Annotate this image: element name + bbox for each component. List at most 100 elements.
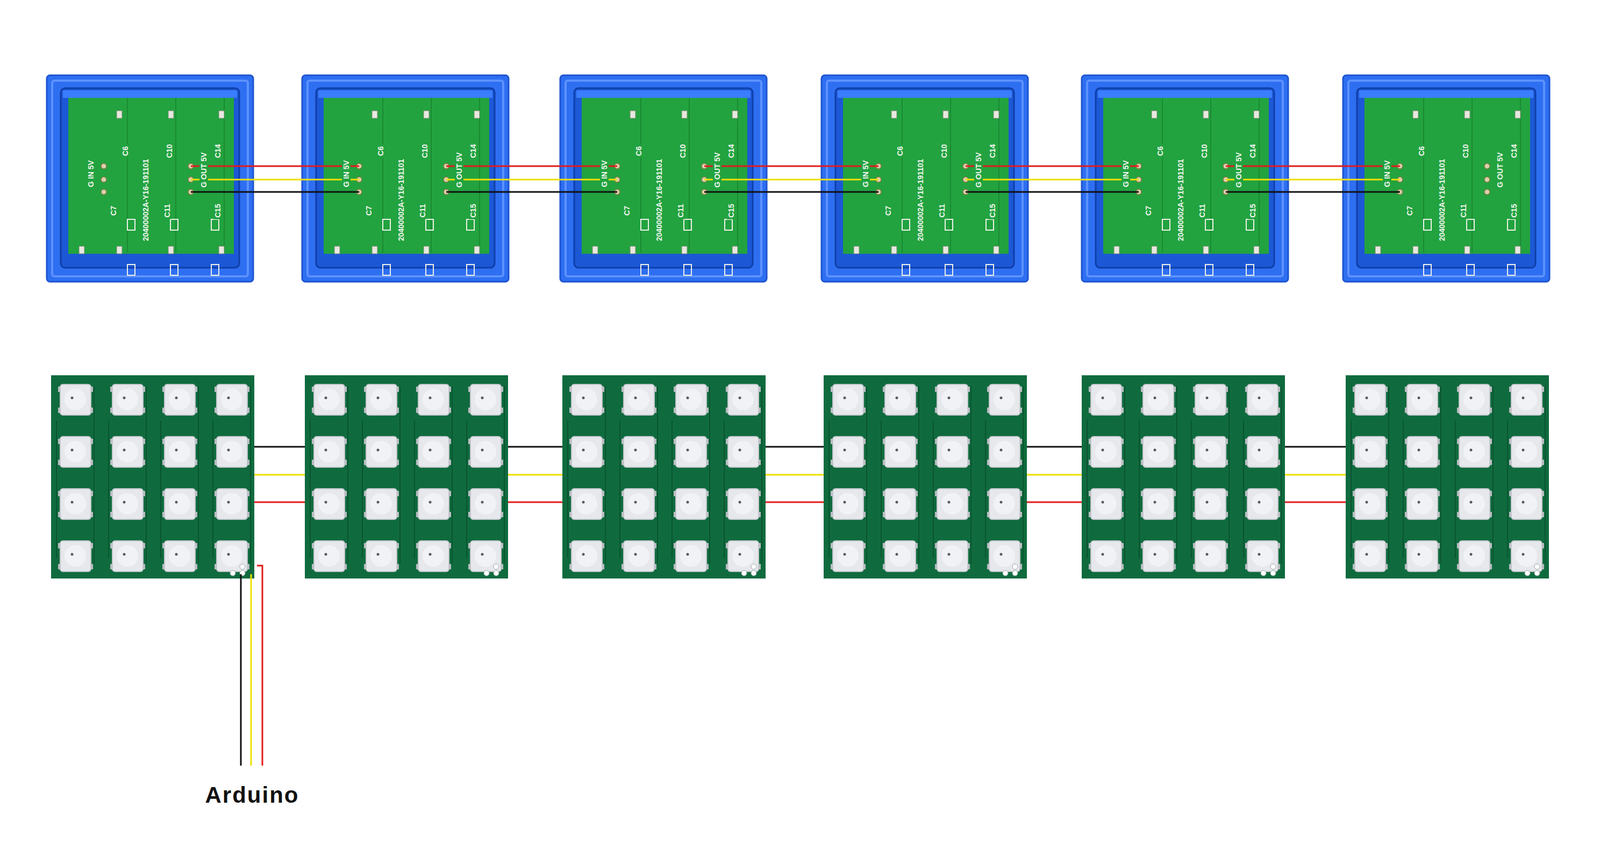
led bbox=[1459, 384, 1490, 416]
led-lens bbox=[1199, 440, 1221, 463]
pcb-trace bbox=[479, 97, 481, 253]
capacitor-footprint bbox=[640, 264, 649, 276]
led-die bbox=[123, 396, 126, 400]
led-die bbox=[1258, 501, 1261, 504]
led-lens bbox=[627, 493, 650, 515]
pcb-trace bbox=[737, 97, 739, 253]
frame-outer bbox=[1081, 75, 1289, 282]
smd-pad bbox=[1151, 110, 1157, 119]
led-lens bbox=[1199, 545, 1221, 567]
smd-pad bbox=[474, 110, 480, 119]
led-lens bbox=[220, 493, 243, 515]
led-lens bbox=[680, 440, 702, 463]
frame-ridge bbox=[826, 80, 1023, 277]
led-lens bbox=[220, 440, 243, 463]
smd-pad bbox=[1464, 110, 1470, 119]
led bbox=[366, 488, 397, 520]
capacitor-footprint bbox=[640, 219, 649, 231]
smd-pad bbox=[1515, 246, 1521, 254]
led-die bbox=[947, 448, 951, 452]
led-die bbox=[1365, 501, 1369, 504]
pcb-back bbox=[323, 94, 490, 254]
led bbox=[1247, 488, 1278, 520]
led-lens bbox=[474, 493, 497, 515]
smd-pad bbox=[1464, 246, 1470, 254]
solder-pad bbox=[101, 176, 107, 183]
silkscreen-label: C14 bbox=[726, 142, 736, 160]
led-lens bbox=[422, 388, 445, 411]
frame-module bbox=[821, 75, 1028, 282]
led bbox=[727, 384, 759, 416]
wire bbox=[1284, 446, 1346, 448]
led-die bbox=[481, 553, 484, 556]
capacitor-footprint bbox=[945, 219, 953, 231]
led-lens bbox=[318, 545, 340, 567]
frame-inner bbox=[1356, 88, 1536, 268]
pcb-front bbox=[51, 375, 255, 579]
led bbox=[60, 384, 91, 416]
wire bbox=[254, 474, 305, 476]
led bbox=[989, 436, 1020, 468]
silkscreen-label: C7 bbox=[1405, 204, 1414, 218]
led-lens bbox=[116, 388, 139, 411]
led-lens bbox=[220, 388, 243, 411]
led bbox=[1511, 436, 1542, 468]
led bbox=[164, 540, 196, 572]
pcb-trace bbox=[1190, 420, 1192, 559]
led-panel bbox=[304, 375, 509, 579]
led-lens bbox=[575, 440, 598, 463]
silkscreen-label: C10 bbox=[1200, 142, 1209, 160]
pcb-back bbox=[1103, 94, 1269, 254]
led bbox=[1406, 488, 1438, 520]
led-die bbox=[1205, 501, 1209, 504]
led-lens bbox=[1359, 440, 1381, 463]
led-die bbox=[123, 501, 126, 504]
smd-pad bbox=[891, 110, 897, 119]
led-lens bbox=[993, 388, 1016, 411]
frame-outer bbox=[46, 75, 254, 282]
pcb-trace bbox=[451, 386, 453, 564]
capacitor-footprint bbox=[1162, 219, 1170, 231]
led-lens bbox=[1411, 388, 1433, 411]
smd-pad bbox=[1412, 246, 1419, 254]
led-lens bbox=[474, 440, 497, 463]
pcb-trace bbox=[1086, 420, 1088, 559]
led bbox=[216, 436, 248, 468]
smd-pad bbox=[681, 246, 688, 254]
frame-inner bbox=[574, 88, 753, 268]
pcb-trace bbox=[223, 97, 225, 253]
pcb-trace bbox=[1519, 97, 1521, 253]
led bbox=[1406, 540, 1438, 572]
led-lens bbox=[1095, 440, 1117, 463]
wire bbox=[446, 179, 618, 181]
smd-pad bbox=[168, 110, 174, 119]
led bbox=[366, 540, 397, 572]
led bbox=[112, 488, 144, 520]
led-die bbox=[738, 448, 742, 452]
led-lens bbox=[837, 493, 859, 515]
capacitor-footprint bbox=[1466, 219, 1475, 231]
pcb-trace bbox=[1176, 386, 1178, 564]
led bbox=[937, 436, 968, 468]
led-lens bbox=[941, 493, 963, 515]
wire bbox=[765, 501, 824, 504]
led bbox=[937, 384, 968, 416]
silkscreen-label: 20400002A-Y16-191101 bbox=[916, 157, 925, 244]
led-lens bbox=[1147, 440, 1169, 463]
led bbox=[164, 436, 196, 468]
smd-pad bbox=[423, 246, 430, 254]
led-die bbox=[895, 448, 899, 452]
led-panel bbox=[823, 375, 1027, 579]
led bbox=[216, 384, 248, 416]
led bbox=[623, 488, 655, 520]
led-lens bbox=[1199, 493, 1221, 515]
frame-module bbox=[1081, 75, 1289, 282]
frame-ridge bbox=[1348, 80, 1545, 277]
silkscreen-label: C10 bbox=[939, 142, 949, 160]
pcb-trace bbox=[998, 97, 1000, 253]
led-lens bbox=[1411, 545, 1433, 567]
led-lens bbox=[993, 440, 1016, 463]
pcb-trace bbox=[347, 386, 349, 564]
led-lens bbox=[627, 440, 650, 463]
led-lens bbox=[1515, 440, 1538, 463]
